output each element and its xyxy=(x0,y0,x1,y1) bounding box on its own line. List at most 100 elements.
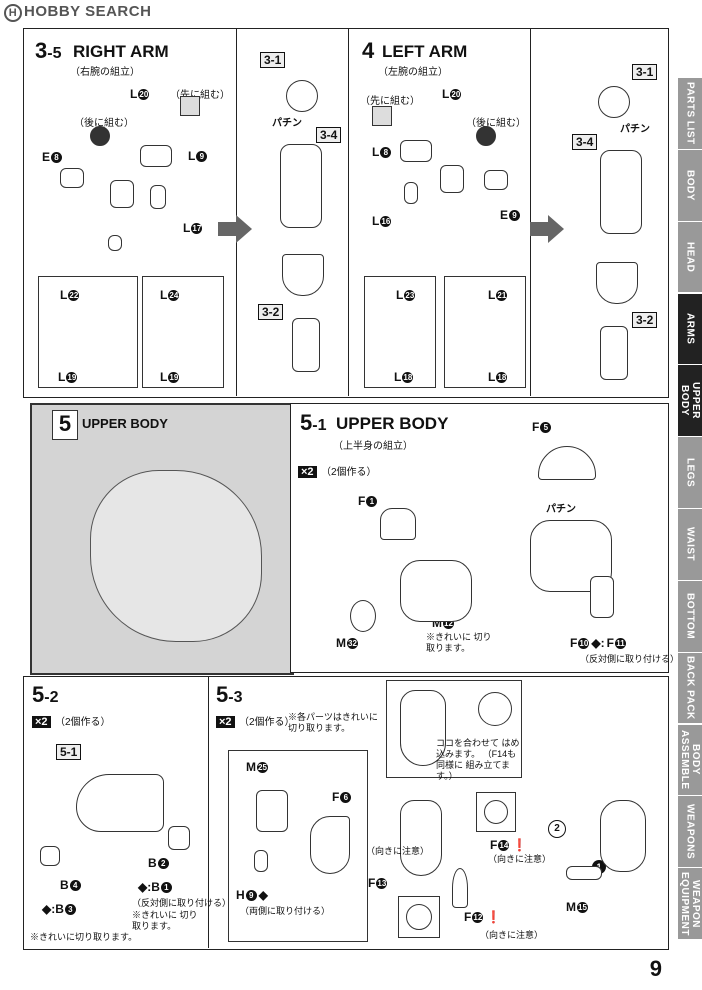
detail-box xyxy=(386,680,522,778)
ref-3-4: 3-4 xyxy=(316,127,342,143)
detail-box xyxy=(364,276,436,388)
arrow-right-icon xyxy=(530,222,550,236)
step-number-box: 5 xyxy=(52,410,78,440)
part-f10-sketch xyxy=(590,576,614,618)
step-title: UPPER BODY xyxy=(82,416,168,431)
detail-box xyxy=(444,276,526,388)
arrow-right-icon xyxy=(548,215,564,243)
note-direction: （向きに注意） xyxy=(480,930,544,940)
shoulder-sketch xyxy=(286,80,318,112)
side-tab-back-pack[interactable]: BACK PACK xyxy=(678,652,702,725)
forearm-sketch xyxy=(596,262,638,304)
note-opposite: （反対側に取り付ける） xyxy=(580,654,680,664)
part-m32-sketch xyxy=(350,600,376,632)
side-tab-bottom[interactable]: BOTTOM xyxy=(678,580,702,653)
hint-front: （先に組む） xyxy=(360,96,420,107)
quantity-badge: ×2 （2個作る） xyxy=(298,462,377,480)
note-direction: （向きに注意） xyxy=(488,854,552,864)
side-tab-arms[interactable]: ARMS xyxy=(678,293,702,366)
arrow-right-icon xyxy=(236,215,252,243)
note-cut: ※きれいに切り取ります。 xyxy=(30,932,138,942)
step-number: 4 xyxy=(362,38,375,63)
face-part-sketch xyxy=(400,690,446,766)
side-tab-legs[interactable]: LEGS xyxy=(678,437,702,509)
side-tab-upper-body[interactable]: UPPER BODY xyxy=(678,365,702,438)
side-tab-body[interactable]: BODY xyxy=(678,149,702,222)
ref-3-1: 3-1 xyxy=(260,52,286,68)
part-sketch xyxy=(150,185,166,209)
part-sketch xyxy=(110,180,134,208)
divider xyxy=(236,28,237,396)
part-sketch xyxy=(484,170,508,190)
part-sketch xyxy=(60,168,84,188)
upper-body-illustration xyxy=(90,470,262,642)
page-number: 9 xyxy=(649,956,662,981)
step-subtitle-jp: （上半身の組立） xyxy=(333,441,413,452)
note-parts: ※各パーツはきれいに 切り取ります。 xyxy=(288,712,378,733)
part-b4-sketch xyxy=(40,846,60,866)
logo-mark-icon: H xyxy=(4,4,22,22)
step-number: 3-5 xyxy=(35,38,62,63)
note-direction: （向きに注意） xyxy=(366,846,430,856)
side-tab-head[interactable]: HEAD xyxy=(678,221,702,294)
step-marker: 2 xyxy=(548,820,566,838)
side-tab-parts-list[interactable]: PARTS LIST xyxy=(678,78,702,150)
detail-box xyxy=(398,896,440,938)
hand-sketch xyxy=(600,326,628,380)
note-cut: ※きれいに 切り取ります。 xyxy=(132,910,198,931)
assembled-sketch xyxy=(600,800,646,872)
hint-back: （後に組む） xyxy=(74,118,134,129)
hint-back: （後に組む） xyxy=(466,118,526,129)
part-m25-sketch xyxy=(256,790,288,832)
step-subtitle-jp: （右腕の組立） xyxy=(70,67,140,78)
side-tab-weapons[interactable]: WEAPONS xyxy=(678,796,702,869)
back-icon xyxy=(476,126,496,146)
arm-sketch xyxy=(600,150,642,234)
detail-circle xyxy=(478,692,512,726)
forearm-sketch xyxy=(282,254,324,296)
step-title: LEFT ARM xyxy=(382,42,468,61)
detail-box xyxy=(38,276,138,388)
side-tab-waist[interactable]: WAIST xyxy=(678,509,702,581)
ref-3-4: 3-4 xyxy=(572,134,598,150)
step-subtitle-jp: （左腕の組立） xyxy=(378,67,448,78)
part-sketch xyxy=(400,140,432,162)
part-f6-sketch xyxy=(310,816,350,874)
ref-3-1: 3-1 xyxy=(632,64,658,80)
front-icon xyxy=(372,106,392,126)
side-tab-body-assemble[interactable]: BODY ASSEMBLE xyxy=(678,724,702,797)
divider xyxy=(348,28,349,396)
ref-3-2: 3-2 xyxy=(632,312,658,328)
part-sketch xyxy=(440,165,464,193)
arms-panel xyxy=(23,28,669,398)
note-cut: ※きれいに 切り取ります。 xyxy=(426,632,492,653)
side-tab-weapon-equipment[interactable]: WEAPON EQUIPMENT xyxy=(678,868,702,940)
arm-sketch xyxy=(280,144,322,228)
step-number: 5-2 xyxy=(32,682,59,707)
part-sketch xyxy=(404,182,418,204)
part-b2-sketch xyxy=(168,826,190,850)
snap-label: パチン xyxy=(620,124,650,135)
step-title: RIGHT ARM xyxy=(73,42,169,61)
